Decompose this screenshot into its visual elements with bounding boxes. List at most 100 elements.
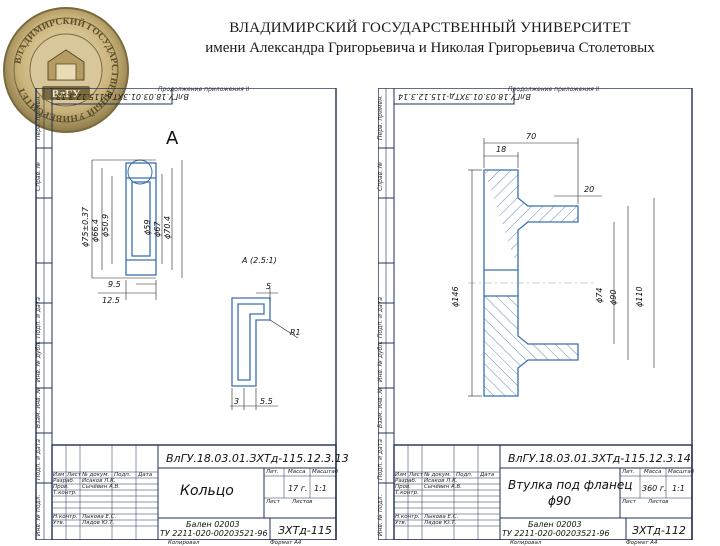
tb-col-list: Лист (409, 472, 423, 478)
tb-part-name: Кольцо (180, 483, 234, 499)
university-name: ВЛАДИМИРСКИЙ ГОСУДАРСТВЕННЫЙ УНИВЕРСИТЕТ (229, 20, 631, 36)
dim-t2: 3 (234, 397, 240, 406)
university-header: ВЛАДИМИРСКИЙ ГОСУДАРСТВЕННЫЙ УНИВЕРСИТЕТ… (150, 20, 710, 57)
dim-d2: ϕ74 (595, 287, 604, 303)
margin-label-orig-inv: Инв. № подл. (377, 494, 384, 536)
tb-person-2: Сычёвин А.В. (424, 484, 463, 490)
tb-role-approve: Утв. (395, 520, 407, 526)
dim-r: R1 (290, 328, 301, 337)
margin-label-dup-inv: Инв. № дубл. (35, 340, 42, 382)
tb-col-date: Дата (480, 472, 495, 478)
ring-drawing: А (35, 88, 337, 540)
tb-role-dev: Разраб. (395, 478, 417, 484)
dim-d2: ϕ66.4 (91, 218, 100, 242)
tb-role-tcontr: Т.контр. (53, 490, 77, 496)
tb-format: Формат А4 (270, 540, 302, 546)
margin-label-replace-inv: Взам. инв. № (377, 387, 384, 428)
tb-role-dev: Разраб. (53, 478, 75, 484)
tb-person-2: Сычёвин А.В. (82, 484, 121, 490)
tb-col-doc: № докум. (82, 472, 110, 478)
tb-copied: Копировал (168, 540, 200, 546)
margin-label-replace-inv: Взам. инв. № (35, 387, 42, 428)
tb-head-mass: Масса (288, 469, 306, 475)
drawing-sheet-bushing: Перв. примен. Справ. № Подп. и дата Инв.… (377, 86, 712, 546)
bushing-section (468, 138, 655, 397)
appendix-label: Продолжение приложения II (158, 86, 250, 93)
dim-l3: 20 (584, 185, 595, 194)
margin-label-ref: Справ. № (35, 161, 42, 191)
tb-role-check: Пров. (395, 484, 411, 490)
dim-t1: 5 (266, 282, 272, 291)
bushing-drawing (378, 88, 693, 540)
tb-sheet: Лист (622, 499, 636, 505)
tb-code: ВлГУ.18.03.01.ЗХТд-115.12.3.14 (508, 452, 691, 465)
tb-part-name-1: Втулка под фланец (508, 478, 633, 492)
tb-part-name-2: ϕ90 (548, 494, 572, 508)
tb-material-1: Бален 02003 (186, 520, 240, 529)
tb-person-1: Исаков Л.К. (424, 478, 458, 484)
appendix-label: Продолжение приложения II (508, 86, 600, 93)
ring-detail-a (230, 288, 299, 410)
tb-role-ncontr: Н.контр. (395, 514, 420, 520)
university-dedication: имени Александра Григорьевича и Николая … (205, 40, 655, 56)
tb-format: Формат А4 (626, 540, 658, 546)
ring-main-view: А (91, 128, 183, 300)
seal-abbr: ВлГУ (52, 88, 81, 100)
dim-d4: ϕ59 (143, 219, 152, 235)
margin-label-dup-inv: Инв. № дубл. (377, 340, 384, 382)
dim-d1: ϕ146 (451, 286, 460, 307)
drawing-sheet-ring: А Перв. примен. Справ. № Подп. и дата Ин… (8, 86, 349, 546)
tb-person-1: Исаков Л.К. (82, 478, 116, 484)
tb-person-3: Лыкова Е.С. (82, 514, 117, 520)
dim-w2: 12.5 (102, 296, 120, 305)
tb-role-approve: Утв. (53, 520, 65, 526)
tb-col-sign: Подп. (114, 472, 131, 478)
tb-col-list: Лист (67, 472, 81, 478)
tb-sheet: Лист (266, 499, 280, 505)
tb-person-3: Лыкова Е.С. (424, 514, 459, 520)
tb-group: ЗХТд-115 (278, 524, 332, 537)
tb-sheets: Листов (292, 499, 313, 505)
margin-label-sign-date: Подп. и дата (377, 297, 384, 338)
tb-material-2: ТУ 2211-020-00203521-96 (160, 529, 268, 538)
tb-role-ncontr: Н.контр. (53, 514, 78, 520)
tb-scale: 1:1 (672, 484, 685, 493)
tb-code: ВлГУ.18.03.01.ЗХТд-115.12.3.13 (166, 452, 349, 465)
tb-head-mass: Масса (644, 469, 662, 475)
dim-d6: ϕ70.4 (163, 215, 172, 239)
tb-col-izm: Изм (53, 472, 65, 478)
tb-person-4: Лядов Ю.Т. (82, 520, 115, 526)
margin-label-sign-date: Подп. и дата (35, 297, 42, 338)
margin-label-orig-inv: Инв. № подл. (35, 494, 42, 536)
detail-label: А (2.5:1) (242, 256, 277, 265)
dim-d4: ϕ110 (635, 286, 644, 307)
tb-col-doc: № докум. (424, 472, 452, 478)
view-label-a: А (166, 128, 179, 149)
dim-t3: 5.5 (260, 397, 273, 406)
rotated-code: ВлГУ.18.03.01.ЗХТд-115.12.3.14 (398, 92, 531, 101)
tb-role-tcontr: Т.контр. (395, 490, 419, 496)
dim-d5: ϕ67 (153, 221, 162, 237)
tb-material-1: Бален 02003 (528, 520, 582, 529)
tb-head-scale: Масштаб (668, 469, 695, 475)
tb-scale: 1:1 (314, 484, 327, 493)
margin-label-sign-date-2: Подп. и дата (377, 439, 384, 480)
tb-mass: 360 г. (642, 484, 667, 493)
dim-d3: ϕ90 (609, 289, 618, 305)
tb-person-4: Лядов Ю.Т. (424, 520, 457, 526)
tb-sheets: Листов (648, 499, 669, 505)
tb-material-2: ТУ 2211-020-00203521-96 (502, 529, 610, 538)
tb-mass: 17 г. (288, 484, 308, 493)
tb-head-lit: Лит. (622, 469, 635, 475)
rotated-code: ВлГУ.18.03.01.ЗХТд-115.12.3.13 (56, 92, 189, 101)
tb-col-date: Дата (138, 472, 153, 478)
dim-d1: ϕ75±0.37 (81, 207, 90, 247)
dim-w1: 9.5 (108, 280, 121, 289)
tb-group: ЗХТд-112 (632, 524, 686, 537)
tb-col-izm: Изм (395, 472, 407, 478)
tb-col-sign: Подп. (456, 472, 473, 478)
dim-d3: ϕ50.9 (101, 213, 110, 237)
margin-label-ref: Справ. № (377, 161, 384, 191)
margin-label-first-use: Перв. примен. (377, 94, 384, 140)
tb-head-scale: Масштаб (312, 469, 339, 475)
